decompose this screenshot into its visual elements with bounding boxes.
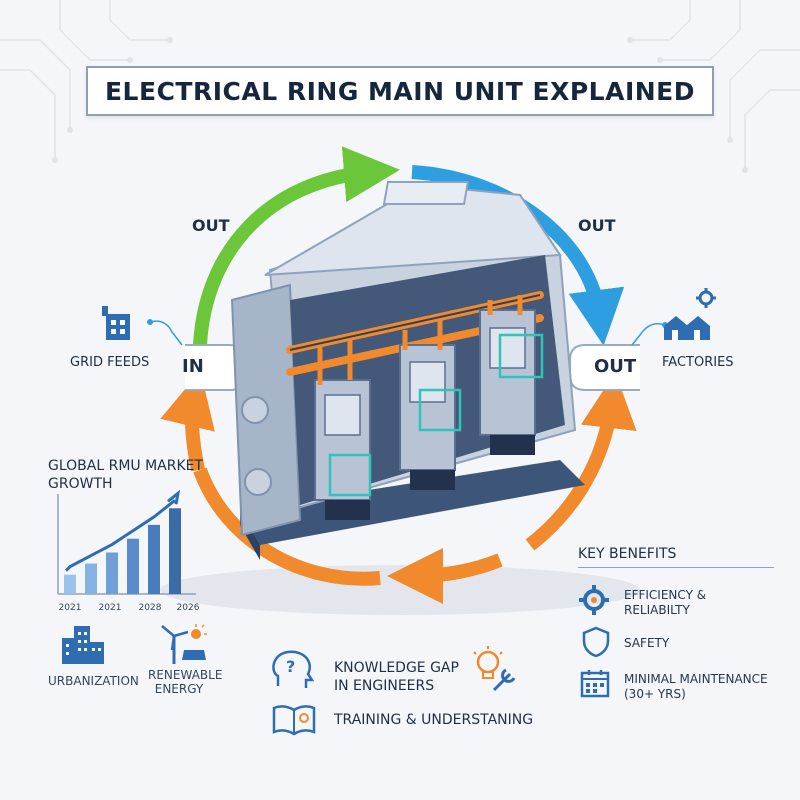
training-label: TRAINING & UNDERSTANING <box>334 712 534 728</box>
chart-bar <box>148 524 160 594</box>
orange-arrow-left <box>160 370 215 472</box>
benefit-efficiency-line2: RELIABILTY <box>624 603 690 617</box>
grid-feeds-label: GRID FEEDS <box>70 355 150 370</box>
chart-bar <box>169 508 181 594</box>
wind-solar-icon <box>161 624 207 664</box>
title-banner: ELECTRICAL RING MAIN UNIT EXPLAINED <box>86 66 714 116</box>
brain-question-icon: ? <box>272 650 315 688</box>
switch-module-1 <box>314 379 372 520</box>
factories-label: FACTORIES <box>662 355 734 370</box>
chart-bar <box>85 563 97 594</box>
orange-arrow-bottom-left <box>193 467 381 586</box>
growth-trend-arrow <box>64 490 181 572</box>
out-label-right: OUT <box>594 356 637 377</box>
renewable-line1: RENEWABLE <box>148 668 223 682</box>
switch-module-3 <box>479 309 544 455</box>
lightbulb-wrench-icon <box>473 646 516 692</box>
benefits-divider <box>578 567 774 568</box>
benefit-efficiency: EFFICIENCY & RELIABILTY <box>624 588 706 618</box>
benefit-maintenance-line2: (30+ YRS) <box>624 687 686 701</box>
urbanization-label: URBANIZATION <box>48 674 139 688</box>
city-buildings-icon <box>62 626 104 664</box>
benefit-efficiency-line1: EFFICIENCY & <box>624 588 707 602</box>
chart-tick-label: 2021 <box>59 603 82 613</box>
benefit-safety: SAFETY <box>624 636 670 650</box>
factory-gear-icon <box>664 288 716 340</box>
knowledge-gap-line1: KNOWLEDGE GAP <box>334 660 459 676</box>
market-heading-line1: GLOBAL RMU MARKET <box>48 458 204 474</box>
chart-tick-label: 2026 <box>177 603 200 613</box>
orange-arrow-bottom <box>387 547 503 604</box>
svg-text:?: ? <box>286 657 295 676</box>
chart-bar <box>106 552 118 594</box>
chart-bar <box>64 574 76 594</box>
out-label-top-right: OUT <box>578 216 616 235</box>
shield-icon <box>582 626 610 658</box>
orange-arrow-right <box>525 372 637 551</box>
out-label-top-left: OUT <box>192 216 230 235</box>
renewable-line2: ENERGY <box>154 682 204 696</box>
benefits-heading: KEY BENEFITS <box>578 546 677 562</box>
calendar-icon <box>580 670 610 698</box>
market-growth-chart: 2021 2021 2028 2026 <box>57 490 200 613</box>
building-icon <box>102 306 130 340</box>
chart-tick-label: 2028 <box>139 603 162 613</box>
market-heading-line2: GROWTH <box>48 476 113 492</box>
chart-tick-label: 2021 <box>99 603 122 613</box>
knowledge-gap-line2: IN ENGINEERS <box>334 678 435 694</box>
in-label: IN <box>182 356 204 377</box>
chart-bar <box>127 538 139 594</box>
switch-module-2 <box>399 344 462 490</box>
book-icon <box>272 705 316 736</box>
benefit-maintenance: MINIMAL MAINTENANCE (30+ YRS) <box>624 672 768 702</box>
page-title: ELECTRICAL RING MAIN UNIT EXPLAINED <box>104 76 695 106</box>
renewable-label: RENEWABLE ENERGY <box>148 668 223 696</box>
green-arrow <box>193 146 400 346</box>
blue-arrow <box>411 165 625 346</box>
gear-icon <box>579 585 609 615</box>
benefit-maintenance-line1: MINIMAL MAINTENANCE <box>624 672 768 686</box>
